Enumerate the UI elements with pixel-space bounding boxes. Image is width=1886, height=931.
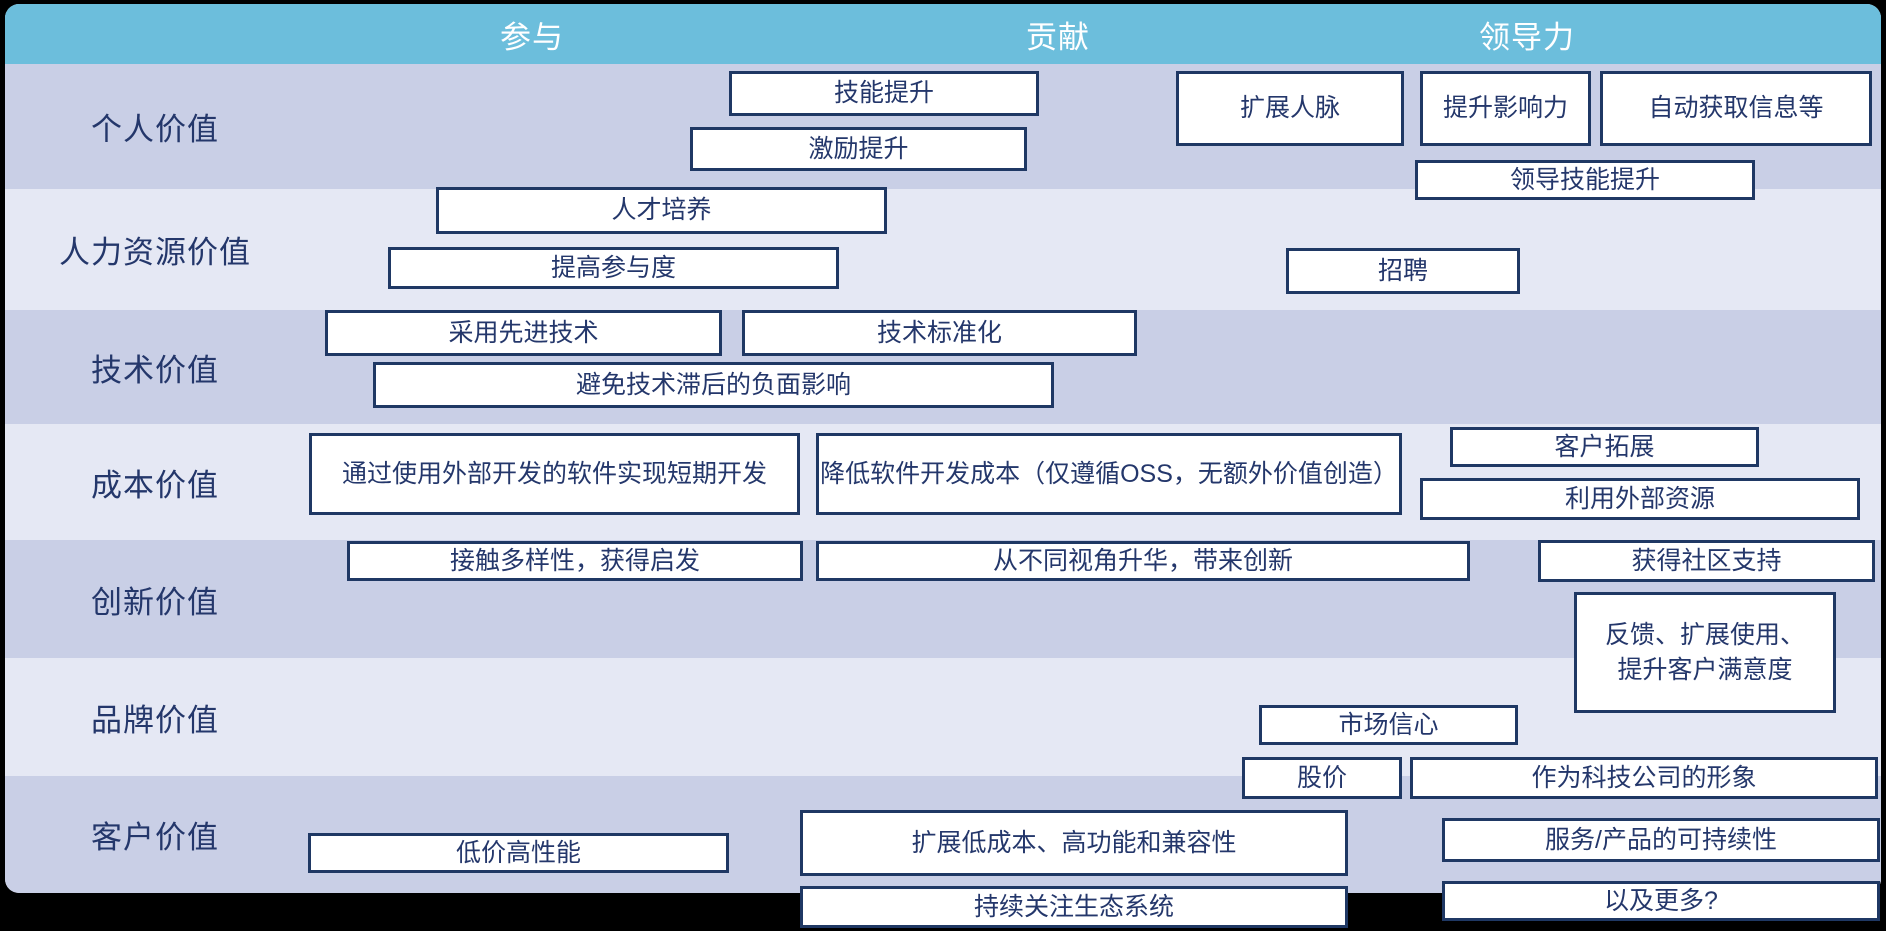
value-box-incentive-up: 激励提升	[690, 127, 1027, 171]
value-box-feedback-satisfaction: 反馈、扩展使用、 提升客户满意度	[1574, 592, 1836, 713]
value-box-skill-up: 技能提升	[729, 71, 1039, 116]
value-box-auto-info: 自动获取信息等	[1600, 71, 1872, 146]
value-box-tech-standardization: 技术标准化	[742, 310, 1137, 356]
value-box-low-price-high-perf: 低价高性能	[308, 833, 729, 873]
row-label-personal: 个人价值	[91, 112, 219, 147]
value-box-influence-up: 提升影响力	[1420, 71, 1591, 146]
value-box-stock-price: 股价	[1242, 757, 1402, 799]
row-label-cost: 成本价值	[91, 467, 219, 503]
value-box-avoid-tech-lag: 避免技术滞后的负面影响	[373, 362, 1054, 408]
value-box-customer-expansion: 客户拓展	[1450, 427, 1759, 467]
row-label-innovation: 创新价值	[91, 584, 219, 620]
row-band-hr: 人力资源价值	[5, 189, 1881, 310]
row-label-technology: 技术价值	[91, 352, 219, 388]
value-box-recruiting: 招聘	[1286, 248, 1520, 294]
value-box-reduce-dev-cost: 降低软件开发成本（仅遵循OSS，无额外价值创造）	[816, 433, 1402, 515]
row-label-brand: 品牌价值	[91, 702, 219, 738]
value-box-tech-company-image: 作为科技公司的形象	[1410, 757, 1878, 799]
value-box-and-more: 以及更多?	[1442, 881, 1880, 921]
value-box-diversity-inspiration: 接触多样性，获得启发	[347, 541, 803, 581]
column-header-bar	[5, 4, 1881, 64]
value-box-expand-network: 扩展人脉	[1176, 71, 1404, 146]
value-box-external-resources: 利用外部资源	[1420, 478, 1860, 520]
value-box-adopt-advanced-tech: 采用先进技术	[325, 310, 722, 356]
column-header-contribution: 贡献	[1026, 19, 1090, 55]
column-header-leadership: 领导力	[1479, 19, 1575, 55]
row-label-customer: 客户价值	[91, 820, 219, 855]
row-label-hr: 人力资源价值	[59, 235, 251, 270]
value-box-community-support: 获得社区支持	[1538, 540, 1875, 582]
column-header-participation: 参与	[500, 19, 564, 55]
value-box-ecosystem-focus: 持续关注生态系统	[800, 886, 1348, 928]
value-box-expand-cost-function-compat: 扩展低成本、高功能和兼容性	[800, 810, 1348, 876]
value-box-leader-skill-up: 领导技能提升	[1415, 160, 1755, 200]
value-box-engagement-up: 提高参与度	[388, 247, 839, 289]
row-band-brand: 品牌价值	[5, 658, 1881, 776]
value-box-short-term-dev: 通过使用外部开发的软件实现短期开发	[309, 433, 800, 515]
value-box-perspective-innovation: 从不同视角升华，带来创新	[816, 541, 1470, 581]
value-box-market-confidence: 市场信心	[1259, 705, 1518, 745]
value-box-talent-cultivation: 人才培养	[436, 187, 887, 234]
value-box-service-sustainability: 服务/产品的可持续性	[1442, 818, 1880, 862]
